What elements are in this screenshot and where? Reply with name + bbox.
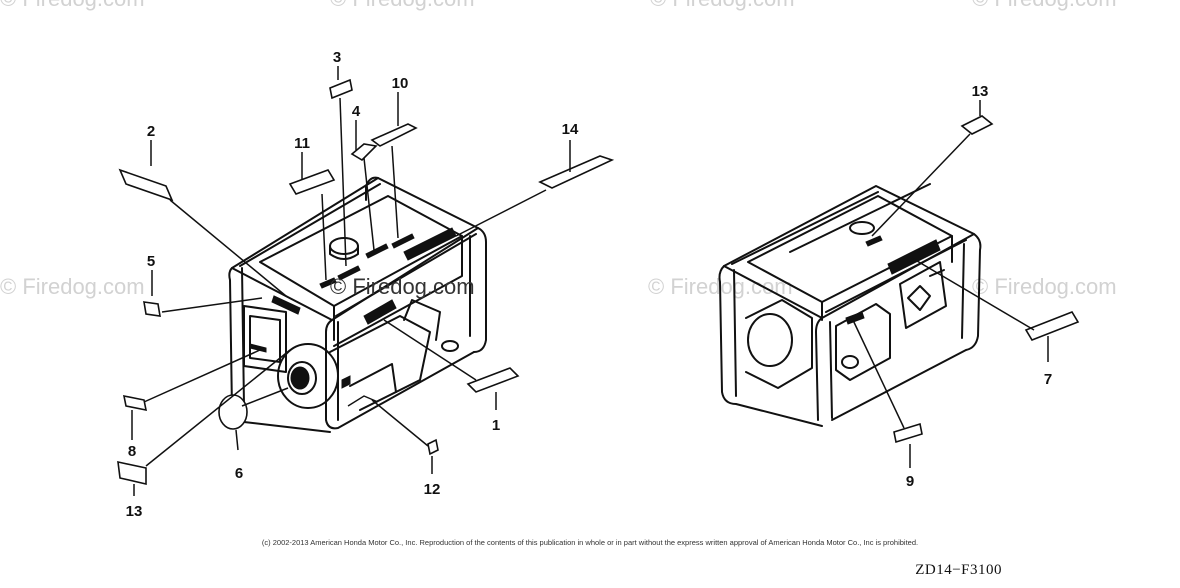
decal-14 [538, 155, 615, 189]
leader-lines-right [851, 100, 1049, 468]
watermark-center: © Firedog.com [330, 274, 475, 299]
watermarks: © Firedog.com © Firedog.com © Firedog.co… [0, 0, 1117, 299]
callout-8: 8 [128, 443, 136, 460]
generator-front-view [228, 176, 487, 433]
decal-2 [118, 168, 174, 202]
diagram-code: ZD14−F3100 [915, 562, 1002, 578]
callout-13-right: 13 [972, 83, 989, 100]
decal-4 [350, 143, 378, 162]
callout-1: 1 [492, 417, 500, 434]
leader-lines-left [131, 66, 571, 496]
generator-rear-view [718, 183, 982, 427]
decal-13-right [960, 115, 994, 135]
callout-14: 14 [562, 121, 579, 138]
decal-9 [893, 422, 923, 444]
callout-10: 10 [392, 75, 409, 92]
watermark-right: © Firedog.com [972, 274, 1117, 299]
callout-4: 4 [352, 103, 361, 120]
callout-11: 11 [294, 135, 310, 152]
decal-8 [122, 394, 148, 412]
watermark-top-2: © Firedog.com [330, 0, 475, 11]
callout-6: 6 [235, 465, 243, 482]
decal-11 [288, 169, 336, 195]
callout-3: 3 [333, 49, 341, 66]
callout-5: 5 [147, 253, 155, 270]
decal-3 [329, 78, 353, 100]
decal-1 [466, 367, 520, 393]
decals-right [893, 115, 1080, 444]
callout-13-left: 13 [126, 503, 143, 520]
watermark-top-1: © Firedog.com [0, 0, 145, 11]
callout-9: 9 [906, 473, 914, 490]
decal-10 [370, 123, 418, 147]
callout-12: 12 [424, 481, 441, 498]
decal-6 [218, 394, 248, 430]
copyright-notice: (c) 2002-2013 American Honda Motor Co., … [261, 538, 919, 547]
callout-labels: 1 2 3 4 5 6 7 8 9 10 11 12 13 13 14 [126, 49, 1053, 520]
decals-left [117, 78, 615, 486]
watermark-left: © Firedog.com [0, 274, 145, 299]
decal-13-left [117, 460, 147, 486]
callout-7: 7 [1044, 371, 1052, 388]
decal-7 [1024, 311, 1080, 341]
callout-2: 2 [147, 123, 155, 140]
watermark-top-4: © Firedog.com [972, 0, 1117, 11]
decal-5 [143, 301, 161, 317]
decal-12 [427, 438, 439, 456]
watermark-top-3: © Firedog.com [650, 0, 795, 11]
